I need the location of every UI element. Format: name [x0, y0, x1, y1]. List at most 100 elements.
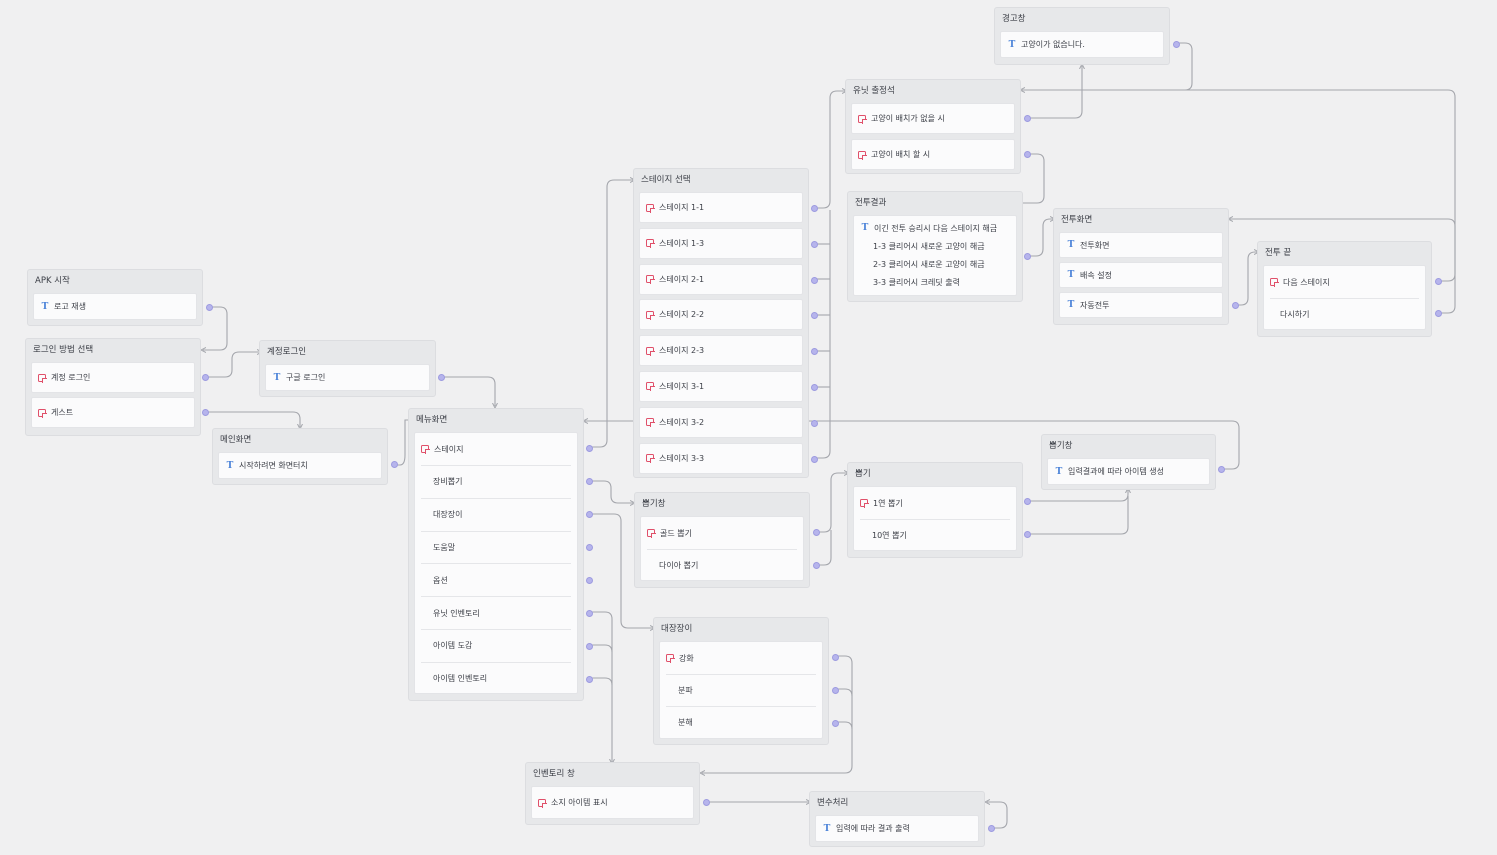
output-port[interactable]	[586, 544, 593, 551]
stage-row[interactable]: 스테이지 2-1	[639, 263, 803, 295]
output-port[interactable]	[811, 205, 818, 212]
node-row[interactable]: T 구글 로그인	[266, 365, 429, 390]
node-row[interactable]: T 로고 재생	[34, 294, 196, 319]
inventory-node[interactable]: 인벤토리 창 소지 아이템 표시	[525, 762, 710, 825]
menu-row[interactable]: 대장장이	[421, 497, 571, 531]
row-label: 구글 로그인	[286, 373, 326, 382]
main-screen-node[interactable]: 메인화면 T 시작하려면 화면터치	[212, 428, 398, 485]
warning-node[interactable]: 경고창 T 고양이가 없습니다.	[994, 7, 1180, 65]
menu-row[interactable]: 유닛 인벤토리	[421, 596, 571, 629]
node-row[interactable]: T 이긴 전투 승리시 다음 스테이지 해금	[854, 219, 1016, 237]
node-row[interactable]: 계정 로그인	[31, 362, 195, 393]
menu-row[interactable]: 도움말	[421, 530, 571, 564]
output-port[interactable]	[811, 276, 818, 284]
output-port[interactable]	[586, 577, 593, 584]
output-port[interactable]	[1024, 115, 1031, 122]
output-port[interactable]	[1024, 498, 1031, 505]
node-row[interactable]: 10연 뽑기	[860, 519, 1010, 550]
apk-start-node[interactable]: APK 시작 T 로고 재생	[27, 269, 213, 326]
output-port[interactable]	[811, 384, 818, 391]
node-row[interactable]: 다이아 뽑기	[647, 549, 797, 580]
node-row[interactable]: 고양이 배치 할 시	[851, 139, 1015, 170]
node-row[interactable]: 다시하기	[1270, 298, 1419, 329]
node-row[interactable]: T 배속 설정	[1059, 262, 1223, 288]
output-port[interactable]	[438, 374, 445, 381]
draw-node[interactable]: 뽑기 1연 뽑기 10연 뽑기	[847, 462, 1031, 558]
stage-row[interactable]: 스테이지 3-1	[639, 370, 803, 402]
node-row[interactable]: 분파	[666, 674, 816, 706]
output-port[interactable]	[1024, 531, 1031, 538]
node-row[interactable]: T 입력결과에 따라 아이템 생성	[1048, 459, 1209, 484]
output-port[interactable]	[703, 799, 710, 806]
battle-screen-node[interactable]: 전투화면 T 전투화면 T 배속 설정 T 자동전투	[1053, 208, 1239, 325]
output-port[interactable]	[391, 461, 398, 468]
output-port[interactable]	[811, 348, 818, 356]
battle-end-node[interactable]: 전투 끝 다음 스테이지 다시하기	[1257, 241, 1442, 337]
output-port[interactable]	[988, 825, 995, 832]
output-port[interactable]	[1173, 41, 1180, 48]
variable-node[interactable]: 변수처리 T 입력에 따라 결과 출력	[809, 791, 995, 847]
output-port[interactable]	[811, 312, 818, 320]
stage-row[interactable]: 스테이지 1-3	[639, 227, 803, 259]
output-port[interactable]	[1232, 302, 1239, 309]
menu-row[interactable]: 아이템 인벤토리	[421, 661, 571, 695]
login-select-node[interactable]: 로그인 방법 선택 계정 로그인 게스트	[25, 338, 209, 436]
node-row[interactable]: 강화	[660, 642, 822, 674]
output-port[interactable]	[206, 304, 213, 311]
battle-result-node[interactable]: 전투결과 T 이긴 전투 승리시 다음 스테이지 해금 1-3 클리어시 새로운…	[847, 191, 1031, 302]
stage-row[interactable]: 스테이지 3-2	[639, 406, 803, 438]
menu-row[interactable]: 장비뽑기	[421, 465, 571, 498]
output-port[interactable]	[832, 720, 839, 727]
menu-row[interactable]: 스테이지	[415, 433, 577, 465]
output-port[interactable]	[586, 643, 593, 650]
node-row[interactable]: 다음 스테이지	[1264, 266, 1425, 298]
node-row[interactable]: 게스트	[31, 397, 195, 428]
output-port[interactable]	[1218, 466, 1225, 473]
row-label: 스테이지 3-1	[659, 381, 705, 391]
node-row[interactable]: 1연 뽑기	[854, 487, 1016, 519]
account-login-node[interactable]: 계정로그인 T 구글 로그인	[259, 340, 445, 397]
output-port[interactable]	[813, 529, 820, 536]
output-port[interactable]	[586, 610, 593, 617]
row-label: 골드 뽑기	[660, 528, 692, 538]
output-port[interactable]	[813, 562, 820, 569]
output-port[interactable]	[832, 654, 839, 661]
output-port[interactable]	[586, 445, 593, 452]
node-row[interactable]: T 입력에 따라 결과 출력	[816, 816, 978, 841]
node-row[interactable]: T 고양이가 없습니다.	[1001, 32, 1163, 57]
output-port[interactable]	[202, 374, 209, 381]
stage-row[interactable]: 스테이지 2-2	[639, 299, 803, 331]
text-icon: T	[861, 223, 869, 233]
menu-row[interactable]: 옵션	[421, 563, 571, 596]
menu-row[interactable]: 아이템 도감	[421, 628, 571, 662]
output-port[interactable]	[586, 478, 593, 485]
stage-row[interactable]: 스테이지 2-3	[639, 335, 803, 367]
node-row[interactable]: T 시작하려면 화면터치	[219, 453, 381, 478]
stage-row[interactable]: 스테이지 1-1	[639, 192, 803, 223]
output-port[interactable]	[811, 240, 818, 248]
deploy-node[interactable]: 유닛 출정석 고양이 배치가 없을 시 고양이 배치 할 시	[845, 79, 1031, 174]
gacha-result-node[interactable]: 뽑기창 T 입력결과에 따라 아이템 생성	[1041, 434, 1225, 490]
output-port[interactable]	[811, 419, 818, 427]
output-port[interactable]	[586, 511, 593, 518]
node-row[interactable]: 소지 아이템 표시	[532, 787, 693, 818]
output-port[interactable]	[586, 676, 593, 683]
stage-row[interactable]: 스테이지 3-3	[639, 442, 803, 474]
node-row[interactable]: 골드 뽑기	[641, 517, 803, 549]
output-port[interactable]	[1435, 310, 1442, 317]
node-row[interactable]: T 전투화면	[1059, 232, 1223, 258]
output-port[interactable]	[832, 687, 839, 694]
output-port[interactable]	[202, 409, 209, 416]
node-row[interactable]: 분해	[666, 706, 816, 738]
node-row[interactable]: T 자동전투	[1059, 292, 1223, 318]
blacksmith-node[interactable]: 대장장이 강화 분파 분해	[653, 617, 839, 745]
output-port[interactable]	[1024, 253, 1031, 260]
node-row[interactable]: 고양이 배치가 없을 시	[851, 103, 1015, 134]
output-port[interactable]	[1024, 151, 1031, 158]
output-port[interactable]	[1435, 278, 1442, 285]
output-port[interactable]	[811, 455, 818, 463]
gacha-window-node[interactable]: 뽑기창 골드 뽑기 다이아 뽑기	[634, 492, 820, 588]
row-label: 소지 아이템 표시	[551, 798, 608, 807]
